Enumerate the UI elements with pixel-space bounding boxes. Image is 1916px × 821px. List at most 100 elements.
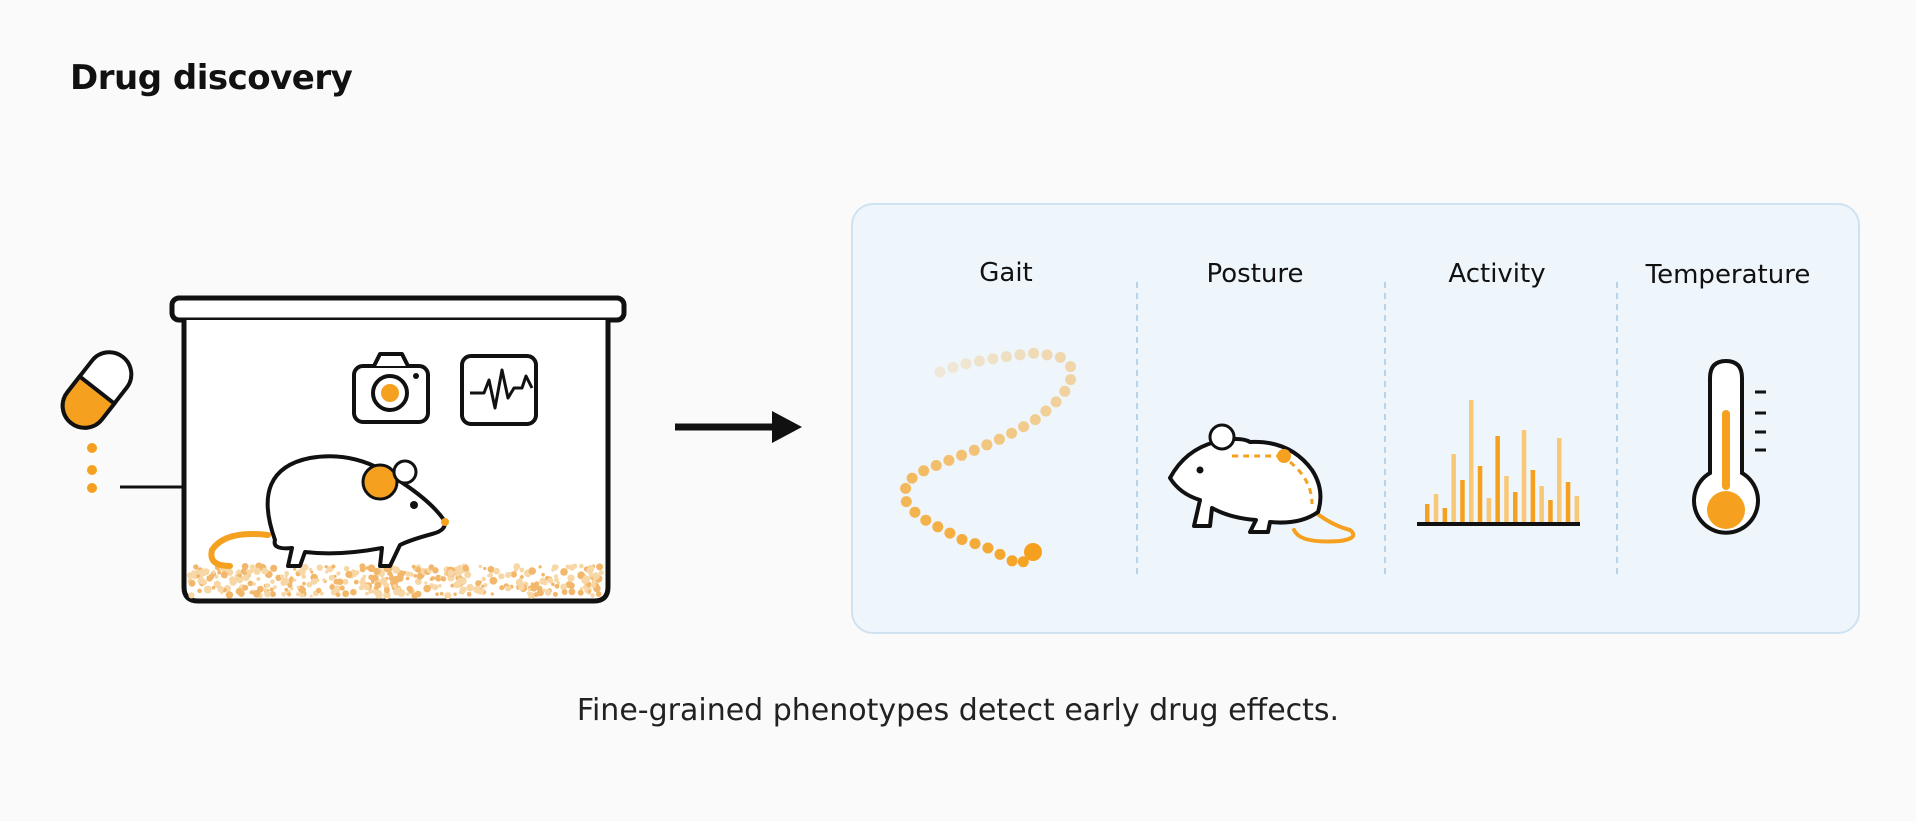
bedding-speck — [342, 578, 349, 585]
bedding-speck — [270, 579, 275, 585]
bedding-speck — [536, 589, 544, 597]
bedding-speck — [568, 582, 575, 589]
activity-bar — [1486, 498, 1492, 522]
bedding-speck — [443, 568, 447, 572]
gait-dot — [968, 444, 980, 456]
bedding-speck — [590, 582, 597, 588]
bedding-speck — [280, 574, 284, 579]
bedding-speck — [284, 587, 289, 592]
gait-dot — [956, 449, 968, 461]
bedding-speck — [385, 587, 390, 592]
thermometer-icon — [1692, 358, 1766, 535]
bedding-speck — [473, 585, 481, 594]
bedding-speck — [272, 585, 277, 590]
panel-dividers — [1136, 282, 1618, 578]
gait-dot — [930, 460, 942, 471]
bedding-speck — [296, 592, 300, 597]
bedding-speck — [376, 590, 383, 597]
bedding-speck — [365, 566, 369, 570]
bedding-speck — [235, 570, 240, 575]
activity-bars-icon — [1425, 400, 1580, 522]
bedding-speck — [367, 564, 376, 573]
bedding-speck — [481, 576, 486, 582]
bedding-speck — [310, 578, 318, 585]
gait-dot — [1024, 543, 1042, 561]
gait-dot — [969, 538, 981, 550]
gait-dot — [1028, 347, 1040, 359]
bedding-speck — [217, 585, 224, 593]
bedding-speck — [490, 592, 494, 596]
bedding-speck — [561, 589, 568, 595]
bedding-speck — [518, 584, 525, 591]
bedding-speck — [542, 588, 546, 592]
bedding-speck — [213, 580, 221, 588]
bedding-speck — [196, 574, 201, 579]
bedding-speck — [464, 571, 472, 579]
activity-bar — [1451, 454, 1456, 522]
activity-bar — [1469, 400, 1474, 522]
gait-dot — [943, 454, 955, 466]
gait-dot — [1040, 405, 1052, 417]
bedding-speck — [493, 567, 501, 575]
bedding-speck — [526, 591, 531, 595]
bedding-speck — [238, 590, 245, 597]
gait-dot — [1059, 385, 1071, 397]
bedding-speck — [322, 578, 326, 582]
bedding-speck — [429, 577, 433, 581]
bedding-speck — [444, 592, 452, 600]
gait-dot — [1065, 374, 1077, 386]
bedding-speck — [295, 572, 300, 577]
bedding-speck — [253, 567, 261, 575]
gait-dot — [1065, 361, 1076, 373]
activity-bar — [1504, 476, 1509, 522]
bedding-speck — [301, 574, 307, 579]
page-title: Drug discovery — [70, 58, 353, 98]
bedding-speck — [246, 569, 253, 575]
activity-bar — [1425, 504, 1430, 522]
bedding-speck — [339, 585, 345, 591]
bedding-speck — [498, 573, 505, 580]
bedding-speck — [520, 575, 524, 579]
bedding-speck — [551, 568, 555, 572]
bedding-speck — [551, 582, 555, 586]
bedding-speck — [435, 574, 442, 582]
gait-dot — [900, 496, 912, 508]
bedding-speck — [342, 590, 349, 598]
bedding-speck — [478, 564, 483, 569]
activity-bar — [1460, 480, 1465, 522]
gait-dot — [932, 521, 944, 533]
bedding-speck — [299, 586, 306, 594]
bedding-speck — [374, 581, 382, 589]
bedding-speck — [193, 564, 199, 570]
bedding-speck — [389, 575, 395, 581]
bedding-speck — [289, 576, 294, 581]
dose-dots — [87, 443, 97, 493]
gait-dot — [1014, 349, 1026, 361]
gait-dot — [900, 482, 912, 494]
gait-path-icon — [900, 347, 1077, 568]
bedding-speck — [214, 574, 219, 579]
bedding-speck — [359, 567, 365, 572]
bedding-speck — [249, 590, 254, 595]
metric-label-gait: Gait — [979, 258, 1033, 288]
bedding-speck — [256, 576, 261, 582]
bedding-speck — [504, 585, 510, 590]
bedding-speck — [316, 587, 322, 594]
metric-label-activity: Activity — [1448, 259, 1546, 289]
bedding-speck — [586, 567, 592, 574]
activity-bar — [1495, 436, 1500, 522]
bedding-speck — [513, 563, 521, 570]
bedding-speck — [373, 567, 381, 576]
bedding-speck — [281, 577, 290, 586]
bedding-speck — [186, 572, 194, 579]
bedding-speck — [579, 563, 584, 569]
bedding-speck — [328, 574, 335, 581]
bedding-speck — [579, 587, 584, 591]
camera-icon — [352, 352, 430, 424]
bedding-speck — [358, 585, 364, 591]
bedding-speck — [577, 589, 584, 596]
bedding-speck — [371, 574, 379, 582]
bedding-speck — [595, 591, 602, 597]
gait-dot — [1041, 349, 1053, 361]
bedding-speck — [308, 567, 313, 572]
